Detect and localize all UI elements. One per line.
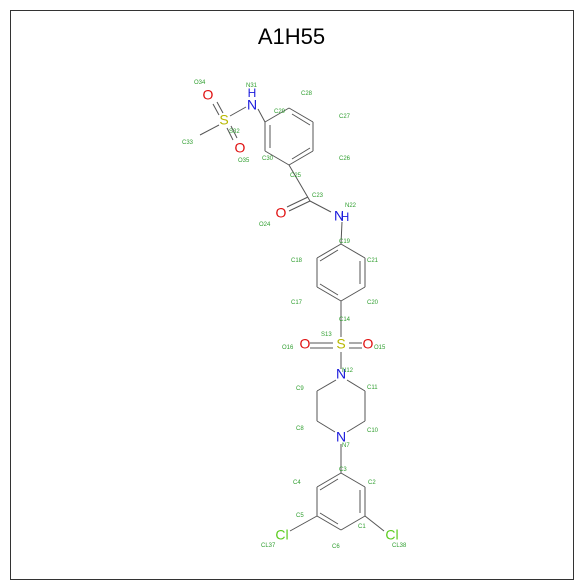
label-n31: N31: [246, 83, 258, 89]
bond-c25-c30: [264, 150, 290, 166]
atom-s32: S: [219, 112, 228, 128]
atom-o16: O: [300, 336, 311, 352]
label-c10: C10: [367, 428, 379, 434]
label-o24: O24: [259, 222, 271, 228]
label-c1: C1: [358, 524, 366, 530]
atom-n31: N: [247, 97, 257, 113]
label-c6: C6: [332, 544, 340, 550]
label-c14: C14: [339, 317, 351, 323]
bond-n31-s32: [229, 106, 247, 117]
atom-o24: O: [276, 205, 287, 221]
bond-c4-c3-inner: [319, 478, 339, 491]
bond-c20-c14: [340, 286, 366, 302]
label-c18: C18: [291, 258, 303, 264]
bond-s32-c33: [199, 124, 220, 136]
label-cl37: CL37: [261, 543, 276, 549]
atom-o35: O: [235, 140, 246, 156]
bond-c1-cl38: [364, 515, 385, 532]
bond-c5-cl37: [289, 515, 318, 532]
atom-n12: N: [336, 366, 346, 382]
label-c26: C26: [339, 156, 351, 162]
label-n22: N22: [345, 203, 357, 209]
bond-c6-c5: [316, 515, 342, 531]
label-c17: C17: [291, 300, 303, 306]
label-c11: C11: [367, 385, 378, 391]
atom-h22: H: [341, 210, 350, 224]
atom-n7: N: [336, 429, 346, 445]
label-c8: C8: [296, 426, 304, 432]
bond-c14-c17-inner: [319, 283, 339, 296]
bond-c23-o24-a: [288, 200, 311, 212]
label-c29: C29: [274, 109, 286, 115]
label-c30: C30: [262, 156, 274, 162]
label-c21: C21: [367, 258, 379, 264]
label-c3: C3: [339, 467, 347, 473]
bond-c18-c19: [316, 243, 342, 259]
diagram-frame: [10, 10, 574, 580]
atom-s13: S: [336, 336, 345, 352]
bond-s32-o35-a: [226, 127, 234, 141]
bond-c3-c2: [340, 472, 366, 488]
bond-c8-n7: [316, 420, 336, 433]
label-o35: O35: [238, 158, 250, 164]
label-c2: C2: [368, 480, 376, 486]
bond-s32-o34-b: [216, 101, 224, 114]
label-c5: C5: [296, 513, 304, 519]
atom-h31: H: [248, 86, 257, 100]
bonds: [199, 101, 385, 532]
label-cl38: CL38: [392, 543, 407, 549]
bond-n22-c19: [340, 221, 343, 245]
atom-cl38: Cl: [385, 527, 398, 543]
molecule-title: A1H55: [257, 24, 326, 49]
heteroatom-symbols: N H S O O O N H S O O N N Cl Cl: [203, 86, 399, 543]
label-s32: S32: [229, 129, 240, 135]
atom-n22: N: [334, 208, 344, 224]
label-c28: C28: [301, 91, 313, 97]
label-c19: C19: [339, 239, 351, 245]
label-c4: C4: [293, 480, 301, 486]
bond-s32-o35-b: [230, 125, 238, 139]
label-o16: O16: [282, 345, 294, 351]
bond-s32-o34-a: [212, 103, 220, 116]
bond-c10-n7: [346, 420, 366, 433]
label-c9: C9: [296, 386, 304, 392]
label-c25: C25: [290, 173, 302, 179]
label-c23: C23: [312, 193, 324, 199]
bond-c26-c25: [288, 150, 314, 166]
bond-c14-c17: [316, 286, 342, 302]
bond-c26-c25-inner: [291, 147, 311, 160]
bond-c29-n31: [257, 108, 266, 123]
atom-index-labels: O34 N31 C28 C29 C27 C33 S32 O35 C30 C26 …: [182, 80, 407, 550]
label-o34: O34: [194, 80, 206, 86]
bond-c25-c23: [288, 164, 311, 202]
label-n12: N12: [342, 368, 354, 374]
bond-c4-c3: [316, 472, 342, 488]
bond-c19-c21: [340, 243, 366, 259]
bond-c23-n22: [309, 200, 332, 213]
label-c33: C33: [182, 140, 194, 146]
label-c20: C20: [367, 300, 379, 306]
atom-o34: O: [203, 87, 214, 103]
label-s13: S13: [321, 332, 332, 338]
bond-c6-c5-inner: [319, 512, 339, 525]
bond-c28-c27: [288, 107, 314, 123]
bond-c28-c27-inner: [291, 113, 311, 126]
bond-n12-c11: [346, 379, 366, 392]
bond-c18-c19-inner: [319, 249, 339, 262]
atom-cl37: Cl: [275, 527, 288, 543]
label-o15: O15: [374, 345, 386, 351]
bond-c1-c6: [340, 515, 366, 531]
bond-c29-c28: [264, 107, 290, 123]
atom-o15: O: [363, 336, 374, 352]
bond-c23-o24-b: [286, 196, 309, 208]
label-n7: N7: [342, 443, 350, 449]
bond-n12-c9: [316, 379, 337, 392]
label-c27: C27: [339, 114, 351, 120]
